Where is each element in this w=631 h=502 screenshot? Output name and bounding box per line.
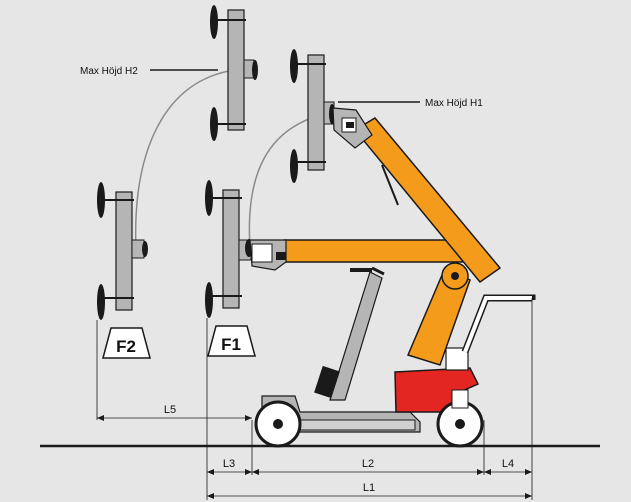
dimension-l3-label: L3	[223, 458, 235, 470]
lifter-machine	[249, 107, 536, 448]
dimension-l2-label: L2	[362, 458, 374, 470]
dimension-l4-label: L4	[502, 458, 514, 470]
annotation-max-h1: Max Höjd H1	[338, 98, 483, 109]
dimension-l3: L3	[207, 458, 252, 475]
trajectory-arc-h2	[134, 69, 236, 251]
load-marker-f1: F1	[207, 325, 256, 357]
dimension-l5-label: L5	[164, 404, 176, 416]
dimension-l1-label: L1	[363, 482, 375, 494]
load-marker-f2: F2	[102, 327, 151, 359]
suction-frame-f1	[205, 180, 253, 318]
load-marker-f2-label: F2	[116, 337, 136, 356]
trajectory-arc-h1	[248, 114, 321, 249]
annotation-max-h1-label: Max Höjd H1	[425, 98, 483, 109]
suction-frame-f2	[97, 182, 148, 320]
annotation-max-h2: Max Höjd H2	[80, 66, 218, 77]
dimension-l4: L4	[484, 458, 532, 475]
suction-frame-h1	[290, 49, 335, 183]
suction-frame-h2	[210, 5, 258, 141]
annotation-max-h2-label: Max Höjd H2	[80, 66, 138, 77]
dimension-l1: L1	[207, 482, 532, 499]
dimension-l5: L5	[97, 404, 252, 421]
load-marker-f1-label: F1	[221, 335, 241, 354]
dimension-l2: L2	[252, 458, 484, 475]
